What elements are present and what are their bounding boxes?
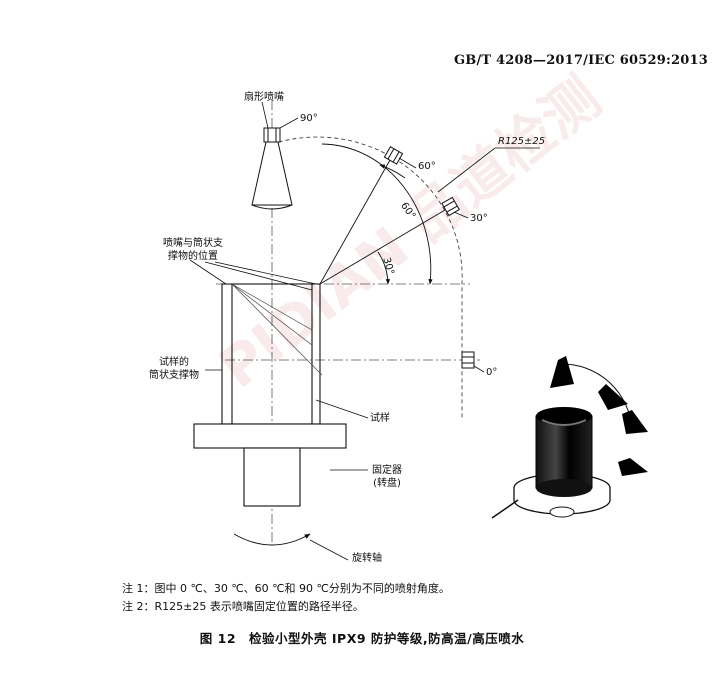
spray-lines xyxy=(319,159,446,285)
rotation-arrow-icon xyxy=(233,533,311,546)
cylindrical-support xyxy=(221,283,323,425)
label-fixture-line2: (转盘) xyxy=(373,478,401,489)
label-specimen: 试样 xyxy=(370,413,390,424)
angle-dimension-arc xyxy=(321,143,433,285)
label-nozzle-support-position-line1: 喷嘴与筒状支 xyxy=(163,238,223,249)
label-angle-90: 90° xyxy=(300,113,318,124)
standard-code: GB/T 4208—2017/IEC 60529:2013 xyxy=(453,53,708,68)
label-support-line1: 试样的 xyxy=(159,357,189,368)
label-fan-nozzle: 扇形喷嘴 xyxy=(244,92,284,103)
label-angle-60: 60° xyxy=(418,161,436,172)
radius-arc xyxy=(271,136,463,420)
figure-caption: 图 12 检验小型外壳 IPX9 防护等级,防高温/高压喷水 xyxy=(199,631,525,646)
label-rotation-axis: 旋转轴 xyxy=(352,553,382,564)
note-2: 注 2：R125±25 表示喷嘴固定位置的路径半径。 xyxy=(122,600,364,613)
fan-nozzle-90-icon xyxy=(251,127,293,210)
turntable-fixture xyxy=(193,423,347,507)
label-fixture-line1: 固定器 xyxy=(372,465,402,476)
nozzle-60-icon xyxy=(383,146,404,165)
fan-spray-icon xyxy=(550,356,648,476)
isometric-test-illustration xyxy=(491,356,648,519)
label-fixture: 固定器 (转盘) xyxy=(362,464,412,490)
nozzle-30-icon xyxy=(441,196,460,217)
label-angle-30: 30° xyxy=(470,213,488,224)
label-angle-0: 0° xyxy=(486,367,498,378)
label-nozzle-support-position-line2: 撑物的位置 xyxy=(168,251,218,262)
label-radius: R125±25 xyxy=(498,136,546,147)
note-1: 注 1：图中 0 ℃、30 ℃、60 ℃和 90 ℃分别为不同的喷射角度。 xyxy=(122,582,450,595)
label-nozzle-support-position: 喷嘴与筒状支 撑物的位置 xyxy=(148,237,238,263)
label-support: 试样的 筒状支撑物 xyxy=(144,356,204,382)
test-apparatus-diagram xyxy=(189,100,648,561)
nozzle-0-icon xyxy=(461,351,475,369)
label-support-line2: 筒状支撑物 xyxy=(149,370,199,381)
